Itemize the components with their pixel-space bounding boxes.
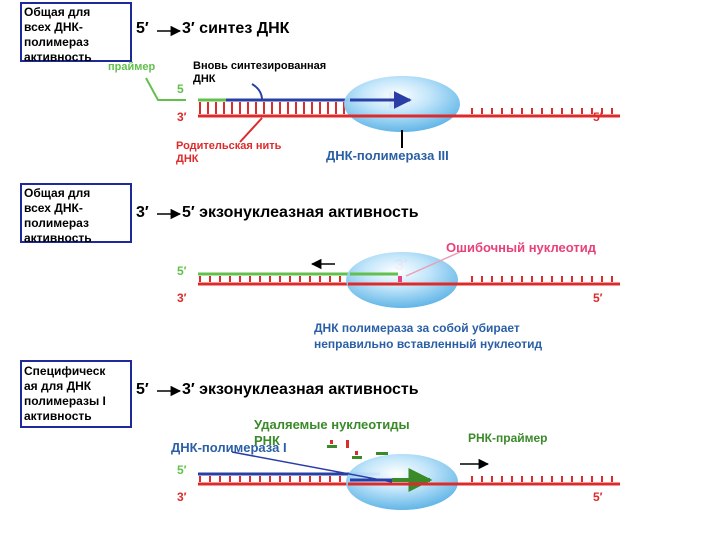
new-dna-leader bbox=[251, 83, 263, 101]
enzyme-label-pol1: ДНК-полимераза I bbox=[171, 440, 287, 455]
s1-dna bbox=[145, 76, 620, 148]
s3-strand-top-left: 5′ bbox=[177, 463, 187, 477]
section1-box bbox=[20, 2, 132, 62]
s2-rungs bbox=[199, 276, 613, 282]
section3-box-text: Специфическ ая для ДНК полимеразы I акти… bbox=[24, 364, 106, 423]
s1-strand-top-end: 5 bbox=[177, 82, 184, 96]
s2-dna bbox=[198, 251, 620, 308]
section3-title-right: 3′ экзонуклеазная активность bbox=[182, 381, 419, 398]
new-dna-label: Вновь синтезированная ДНК bbox=[193, 60, 327, 85]
enzyme-label-pol3: ДНК-полимераза III bbox=[326, 148, 449, 163]
pol1-leader bbox=[231, 451, 393, 483]
section1-box-text: Общая для всех ДНК- полимераз активность bbox=[24, 5, 92, 64]
s3-strand-bottom-left: 3′ bbox=[177, 490, 187, 504]
s2-strand-bottom-left: 3′ bbox=[177, 291, 187, 305]
parent-strand-label: Родительская нить ДНК bbox=[176, 140, 282, 165]
error-nucleotide bbox=[398, 276, 402, 282]
section2-box-text: Общая для всех ДНК- полимераз активность bbox=[24, 186, 92, 245]
rna-primer-label: РНК-праймер bbox=[468, 431, 548, 445]
s1-strand-bottom-left: 3′ bbox=[177, 110, 187, 124]
error-nucleotide-label: Ошибочный нуклеотид bbox=[446, 240, 596, 255]
section3-title-left: 5′ bbox=[136, 381, 149, 398]
error-leader bbox=[405, 251, 461, 277]
s2-strand-top-left: 5′ bbox=[177, 264, 187, 278]
proofreading-note: ДНК полимераза за собой убирает неправил… bbox=[314, 321, 543, 351]
section2-box bbox=[20, 183, 132, 243]
removed-rna-label: Удаляемые нуклеотиды РНК bbox=[254, 417, 410, 448]
s3-rungs bbox=[199, 476, 613, 482]
section2-title-right: 5′ экзонуклеазная активность bbox=[182, 204, 419, 221]
primer-label: праймер bbox=[108, 61, 156, 73]
s3-dna bbox=[198, 440, 620, 510]
section2-title-left: 3′ bbox=[136, 204, 149, 221]
parent-leader bbox=[239, 117, 263, 143]
section3-box bbox=[20, 360, 132, 428]
s2-strand-bottom-right: 5′ bbox=[593, 291, 603, 305]
primer-leader bbox=[145, 77, 186, 101]
s1-rungs bbox=[199, 102, 613, 114]
section1-title-right: 3′ синтез ДНК bbox=[182, 20, 290, 37]
s3-strand-bottom-right: 5′ bbox=[593, 490, 603, 504]
s1-dna-polymerase-3 bbox=[344, 76, 460, 132]
removed-rna-nucleotides bbox=[327, 440, 388, 459]
section1-title-left: 5′ bbox=[136, 20, 149, 37]
